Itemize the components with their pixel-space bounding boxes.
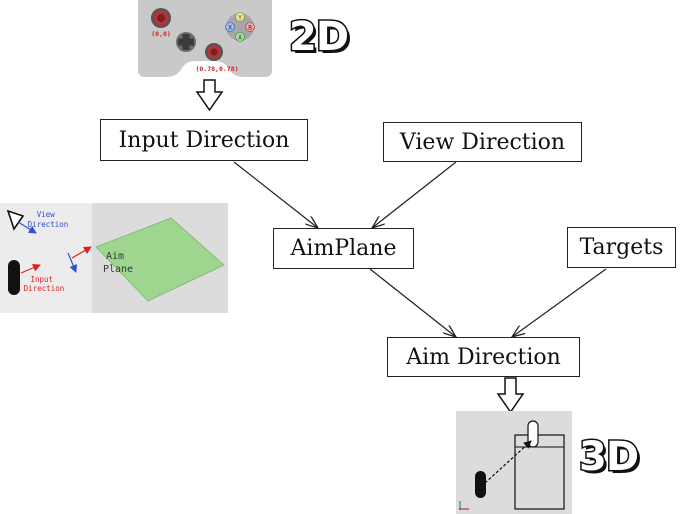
hollow-arrow-aim-direction — [496, 377, 525, 414]
input-direction-line1: Input — [30, 275, 53, 284]
target-capsule — [527, 420, 539, 448]
node-input-direction: Input Direction — [100, 119, 308, 161]
label-3d: 3D — [577, 433, 640, 482]
face-buttons: Y B A X — [225, 12, 255, 42]
view-direction-arrow-plane — [67, 252, 77, 273]
scene-3d-illustration — [456, 411, 572, 514]
target-box — [514, 434, 565, 510]
connector-input-to-aimplane — [233, 161, 318, 228]
scene-3d-panel — [456, 411, 572, 514]
connector-aimplane-to-aimdir — [369, 268, 456, 337]
view-direction-line2: Direction — [28, 220, 69, 229]
input-direction-arrow-left — [20, 264, 41, 274]
connector-view-to-aimplane — [372, 161, 457, 228]
aim-ray — [484, 440, 532, 484]
view-direction-line1: View — [37, 210, 56, 219]
aim-plane-label: Aim Plane — [103, 251, 133, 275]
left-stick-coord: (0,0) — [151, 30, 171, 38]
node-aim-plane: AimPlane — [273, 228, 414, 269]
button-y-label: Y — [238, 14, 242, 21]
node-view-direction: View Direction — [383, 122, 582, 162]
axis-gizmo-icon — [459, 501, 469, 510]
right-stick — [205, 43, 223, 61]
player-capsule — [475, 471, 486, 498]
left-stick — [151, 8, 171, 28]
gamepad-image: (0,0) (0.78,0.78) Y B A X — [138, 0, 272, 77]
node-aim-direction: Aim Direction — [387, 337, 580, 377]
label-2d: 2D — [287, 13, 350, 62]
view-direction-arrow — [17, 221, 37, 234]
flow-connectors — [233, 161, 607, 337]
right-stick-coord: (0.78,0.78) — [195, 65, 238, 73]
button-x-label: X — [228, 24, 232, 31]
view-direction-label: View Direction — [28, 210, 69, 229]
input-direction-line2: Direction — [24, 284, 65, 293]
aim-plane-label-line2: Plane — [103, 264, 133, 275]
aimplane-illustration: Aim Plane View Direction Input Direction — [0, 203, 228, 313]
aim-plane-label-line1: Aim — [106, 251, 124, 262]
button-b-label: B — [248, 24, 252, 31]
connector-targets-to-aimdir — [512, 268, 607, 337]
input-direction-arrow-plane — [71, 246, 92, 259]
hollow-arrow-controller — [195, 79, 224, 112]
node-targets: Targets — [567, 227, 676, 268]
character-capsule — [8, 260, 20, 295]
dpad — [176, 32, 196, 52]
button-a-label: A — [238, 34, 242, 41]
aim-plane-shape — [95, 217, 225, 302]
input-direction-label: Input Direction — [24, 275, 65, 293]
